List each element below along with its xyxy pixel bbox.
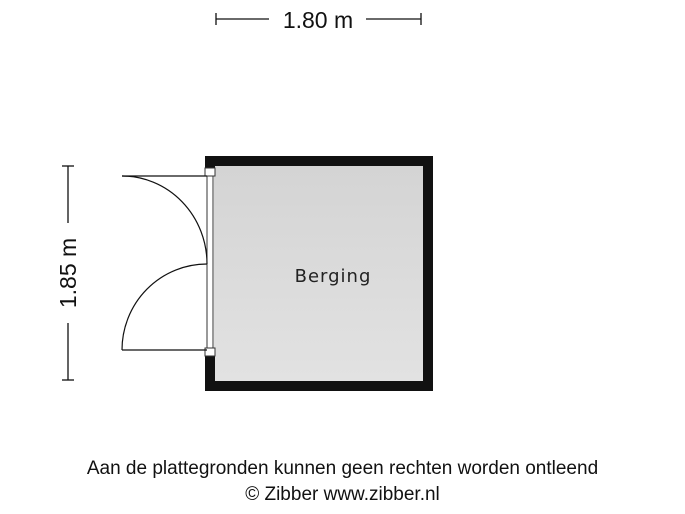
double-door [121, 175, 208, 351]
room-label: Berging [295, 266, 372, 287]
width-dimension: 1.80 m [215, 7, 422, 33]
wall-top [205, 156, 433, 166]
disclaimer-text: Aan de plattegronden kunnen geen rechten… [86, 458, 599, 479]
wall-left-bottom [205, 356, 215, 391]
height-label: 1.85 m [55, 238, 81, 308]
copyright-text: © Zibber www.zibber.nl [245, 484, 440, 505]
door-leaf-top [121, 175, 208, 265]
wall-bottom [205, 381, 433, 391]
width-label: 1.80 m [283, 7, 353, 33]
height-dimension: 1.85 m [55, 165, 81, 381]
walls [205, 156, 433, 391]
room-floor [214, 165, 424, 382]
door-leaf-bottom [121, 263, 208, 351]
wall-right [423, 156, 433, 391]
wall-left-top [205, 156, 215, 168]
